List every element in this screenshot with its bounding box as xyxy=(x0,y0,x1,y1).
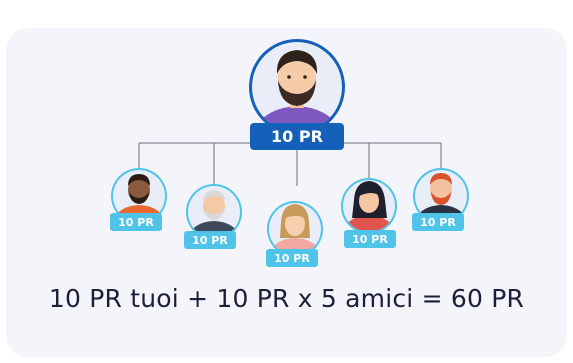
friend-badge-label: 10 PR xyxy=(420,216,456,229)
friend-avatar-5: 10 PR xyxy=(412,168,469,231)
reward-formula: 10 PR tuoi + 10 PR x 5 amici = 60 PR xyxy=(48,284,525,313)
friend-badge-label: 10 PR xyxy=(118,216,154,229)
root-avatar: 10 PR xyxy=(249,39,345,150)
friend-badge-label: 10 PR xyxy=(192,234,228,247)
root-badge-label: 10 PR xyxy=(271,127,323,146)
friend-badge-label: 10 PR xyxy=(352,233,388,246)
friend-avatar-1: 10 PR xyxy=(110,168,167,231)
friend-badge-label: 10 PR xyxy=(274,252,310,265)
friend-avatar-3: 10 PR xyxy=(266,201,323,267)
friend-avatar-4: 10 PR xyxy=(341,178,397,248)
friend-avatar-2: 10 PR xyxy=(184,184,242,249)
